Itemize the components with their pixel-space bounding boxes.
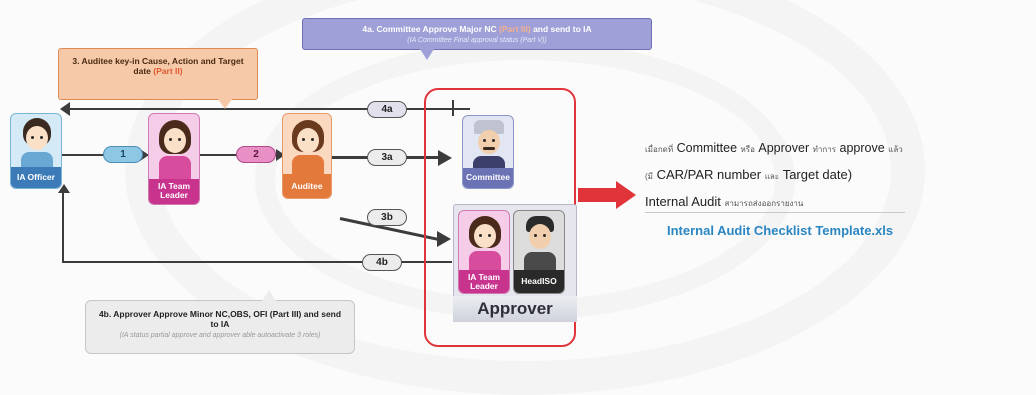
- step-3b-badge: 3b: [367, 209, 407, 226]
- note-line1-end: แล้ว: [888, 145, 903, 154]
- committee-approve-text: 4a. Committee Approve Major NC: [362, 24, 497, 34]
- note-car-par: CAR/PAR number: [656, 167, 762, 182]
- step-4a-badge: 4a: [367, 101, 407, 118]
- step-2-arrowhead-icon: [276, 149, 285, 161]
- head-iso-avatar: [514, 211, 564, 271]
- note-approve: approve: [839, 141, 885, 155]
- approver-ia-team-leader-card: IA Team Leader: [458, 210, 510, 294]
- red-arrow-shaft: [578, 188, 618, 202]
- step-2-badge: 2: [236, 146, 276, 163]
- approver-approve-callout: 4b. Approver Approve Minor NC,OBS, OFI (…: [85, 300, 355, 354]
- note-line1-prefix: เมื่อกดที่: [645, 145, 674, 154]
- note-approver: Approver: [758, 141, 810, 155]
- approver-ia-team-leader-label: IA Team Leader: [459, 270, 509, 293]
- approver-approve-sub: (IA status partial approve and approver …: [119, 332, 321, 339]
- committee-label: Committee: [463, 167, 513, 188]
- note-committee: Committee: [676, 141, 738, 155]
- step-1-badge: 1: [103, 146, 143, 163]
- committee-approve-part: (Part III): [499, 24, 531, 34]
- committee-approve-text-end: and send to IA: [533, 24, 592, 34]
- step-4b-arrowhead-icon: [58, 184, 70, 193]
- note-or: หรือ: [740, 145, 755, 154]
- auditee-keyin-part: (Part II): [153, 66, 183, 76]
- note-divider: [645, 212, 905, 213]
- note-line-2: (มี CAR/PAR number และ Target date): [645, 162, 1025, 189]
- step-4a-arrowhead-icon: [60, 102, 70, 116]
- step-3a-arrowhead-icon: [438, 150, 452, 166]
- auditee-keyin-callout: 3. Auditee key-in Cause, Action and Targ…: [58, 48, 258, 100]
- auditee-callout-tail: [218, 99, 232, 109]
- approver-label: Approver: [453, 296, 577, 322]
- export-note: เมื่อกดที่ Committee หรือ Approver ทำการ…: [645, 136, 1025, 243]
- left-vertical-line: [62, 190, 64, 262]
- head-iso-card: HeadISO: [513, 210, 565, 294]
- auditee-card: Auditee: [282, 113, 332, 199]
- note-export-label: สามารถส่งออกรายงาน: [724, 199, 804, 208]
- ia-officer-card: IA Officer: [10, 113, 62, 189]
- ia-officer-avatar: [11, 114, 61, 168]
- bottom-flow-line: [62, 261, 452, 263]
- checklist-template-link[interactable]: Internal Audit Checklist Template.xls: [667, 223, 894, 238]
- auditee-label: Auditee: [283, 174, 331, 198]
- note-line2-prefix: (มี: [645, 172, 653, 181]
- committee-approve-callout: 4a. Committee Approve Major NC (Part III…: [302, 18, 652, 50]
- ia-officer-label: IA Officer: [11, 167, 61, 188]
- note-mid: ทำการ: [812, 145, 837, 154]
- ia-team-leader-avatar: [149, 114, 199, 180]
- committee-card: Committee: [462, 115, 514, 189]
- committee-callout-tail: [420, 49, 434, 60]
- committee-approve-sub: (IA Committee Final approval status (Par…: [407, 37, 547, 44]
- red-arrow-head-icon: [616, 181, 636, 209]
- step-3a-badge: 3a: [367, 149, 407, 166]
- note-line-1: เมื่อกดที่ Committee หรือ Approver ทำการ…: [645, 136, 1025, 162]
- head-iso-label: HeadISO: [514, 270, 564, 293]
- auditee-avatar: [283, 114, 331, 177]
- step-4b-badge: 4b: [362, 254, 402, 271]
- note-and: และ: [764, 172, 780, 181]
- approver-callout-tail: [262, 290, 276, 301]
- committee-avatar: [463, 116, 513, 170]
- top-flow-line: [62, 108, 470, 110]
- ia-team-leader-card: IA Team Leader: [148, 113, 200, 205]
- ia-team-leader-label: IA Team Leader: [149, 178, 199, 204]
- approver-ia-team-leader-avatar: [459, 211, 509, 271]
- step-3b-arrowhead-icon: [437, 231, 451, 247]
- auditee-keyin-text: 3. Auditee key-in Cause, Action and Targ…: [72, 56, 244, 76]
- approver-approve-text: 4b. Approver Approve Minor NC,OBS, OFI (…: [98, 309, 342, 329]
- note-target-date: Target date): [782, 167, 853, 182]
- right-vertical-line: [452, 100, 454, 116]
- note-line-3: Internal Audit สามารถส่งออกรายงาน: [645, 189, 1025, 216]
- step-1-arrowhead-icon: [140, 149, 149, 161]
- note-internal-audit: Internal Audit: [645, 194, 721, 209]
